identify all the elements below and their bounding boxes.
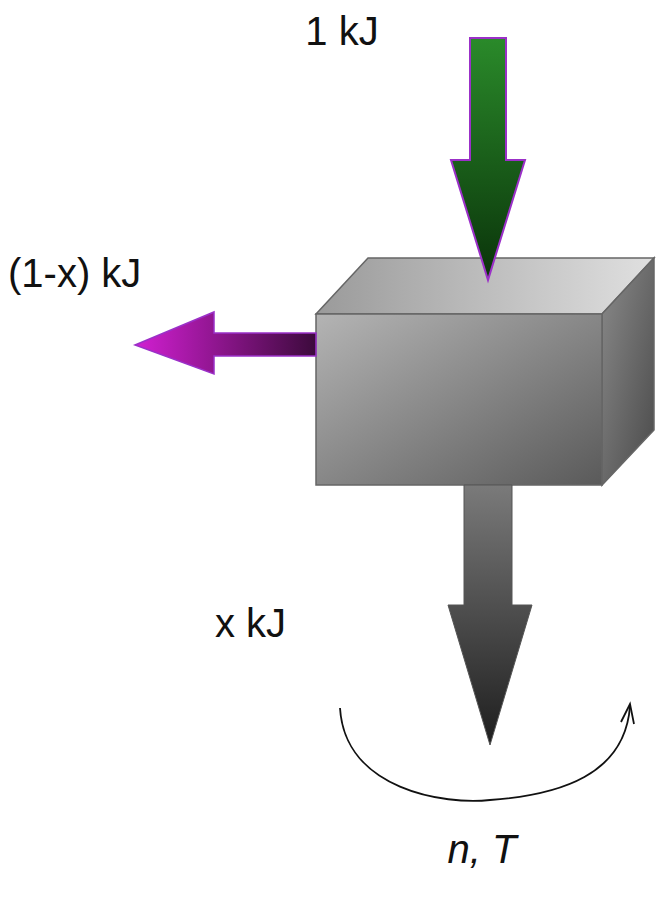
speed-torque-label: n, T (448, 826, 517, 872)
energy-loss-label: (1-x) kJ (8, 250, 141, 296)
work-output-label: x kJ (215, 600, 286, 646)
energy-input-label: 1 kJ (305, 8, 378, 54)
heat-loss-arrow (135, 312, 316, 374)
system-box (316, 258, 654, 485)
work-output-arrow (448, 485, 532, 745)
rotation-arrow (340, 704, 634, 801)
heat-input-arrow (451, 38, 525, 280)
